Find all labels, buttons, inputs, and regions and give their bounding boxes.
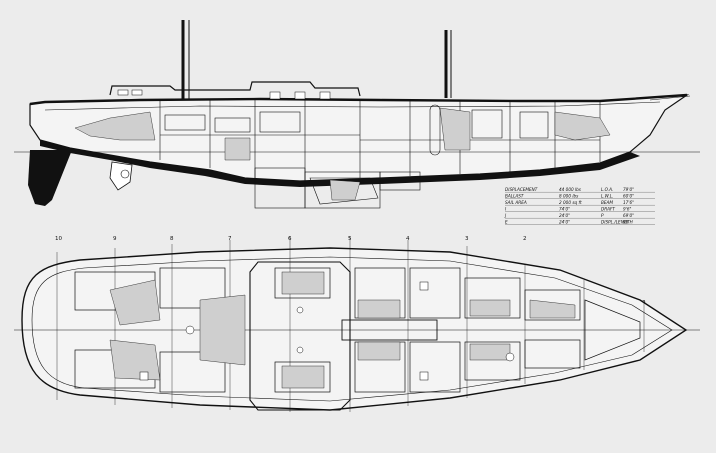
spec-cell: 8 000 lbs <box>559 194 579 199</box>
deck-stripe <box>44 101 661 111</box>
spec-cell: SAIL AREA <box>505 200 527 205</box>
spec-cell: 9'6" <box>623 207 631 212</box>
spec-cell: L.W.L. <box>601 194 613 199</box>
station-label: 9 <box>113 236 117 242</box>
main-mast <box>181 20 190 100</box>
specification-table: DISPLACEMENT 44 000 lbs L.O.A. 79'0" BALLAST… <box>504 187 655 225</box>
spec-cell: L.O.A. <box>601 187 613 192</box>
spec-cell: DISPL./LENGTH <box>601 220 634 225</box>
station-label: 3 <box>465 236 469 242</box>
spec-cell: I <box>505 207 507 212</box>
spec-cell: DRAFT <box>601 207 615 212</box>
sheer-line <box>29 93 688 106</box>
plan-fixtures <box>139 281 515 381</box>
station-label: 10 <box>55 236 62 242</box>
coachroof-windows <box>117 89 331 100</box>
spec-cell: 24'0" <box>559 213 570 218</box>
mizzen-mast <box>444 30 452 98</box>
spec-cell: 98 <box>623 220 629 225</box>
spec-cell: 60'0" <box>623 194 634 199</box>
accommodation-plan-view <box>14 236 700 412</box>
spec-cell: 74'0" <box>559 207 570 212</box>
spec-cell: BALLAST <box>505 194 524 199</box>
plan-hatching <box>109 271 576 389</box>
coachroof <box>109 81 361 97</box>
spec-cell: E <box>505 220 508 225</box>
spec-cell: 79'0" <box>623 187 634 192</box>
station-label: 7 <box>228 236 232 242</box>
keel <box>28 150 72 206</box>
spec-cell: 2 000 sq ft <box>559 200 582 205</box>
station-label: 8 <box>170 236 174 242</box>
rudder <box>109 161 133 191</box>
hull-bottom-antifouling <box>40 140 640 187</box>
spec-cell: 44 000 lbs <box>559 187 582 192</box>
spec-cell: BEAM <box>601 200 613 205</box>
profile-hatching <box>74 107 611 201</box>
spec-cell: DISPLACEMENT <box>505 187 538 192</box>
spec-cell: J <box>504 213 507 218</box>
plan-inner-hull <box>31 256 673 402</box>
station-label: 2 <box>523 236 527 242</box>
spec-cell: 24'0" <box>559 220 570 225</box>
hull-profile-view <box>14 20 700 209</box>
spec-cell: 17'6" <box>623 200 634 205</box>
spec-cell: P <box>601 213 604 218</box>
profile-interior <box>159 100 601 209</box>
bow-pulpit <box>649 95 691 101</box>
propeller <box>120 169 130 179</box>
station-label: 4 <box>406 236 410 242</box>
spec-cell: 69'0" <box>623 213 634 218</box>
